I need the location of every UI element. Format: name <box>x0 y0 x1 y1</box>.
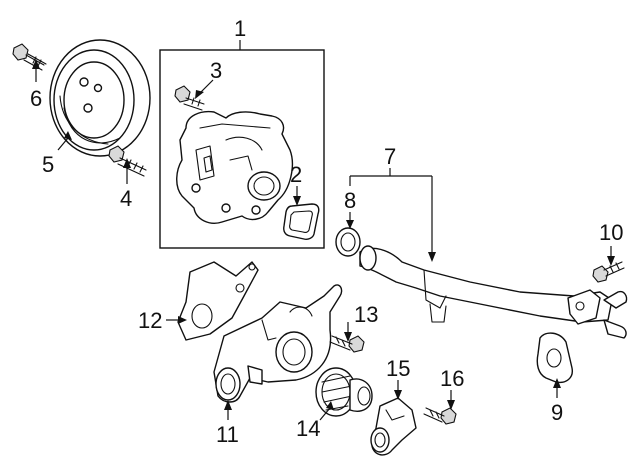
callout-15: 15 <box>386 356 410 381</box>
callout-14: 14 <box>296 416 320 441</box>
thermostat-housing[interactable] <box>213 284 343 403</box>
callout-1: 1 <box>234 16 246 41</box>
thermostat-bolt[interactable] <box>329 335 365 353</box>
water-pipe[interactable] <box>359 245 628 339</box>
o-ring[interactable] <box>335 227 361 257</box>
callout-10: 10 <box>599 220 623 245</box>
callout-2: 2 <box>290 162 302 187</box>
pump-bolt-lower[interactable] <box>108 145 147 177</box>
callout-4: 4 <box>120 186 132 211</box>
outlet-bolt[interactable] <box>423 407 457 425</box>
callout-8: 8 <box>344 188 356 213</box>
pump-bolt-upper[interactable] <box>174 85 205 111</box>
leader-lines <box>32 40 615 421</box>
water-pump[interactable] <box>176 110 294 224</box>
pipe-gasket[interactable] <box>536 332 573 384</box>
callout-9: 9 <box>551 400 563 425</box>
callout-12: 12 <box>138 308 162 333</box>
pipe-bolt[interactable] <box>592 261 625 283</box>
pulley[interactable] <box>49 39 151 157</box>
callout-13: 13 <box>354 302 378 327</box>
water-outlet[interactable] <box>370 397 417 456</box>
callout-7: 7 <box>384 144 396 169</box>
callout-3: 3 <box>210 58 222 83</box>
water-pump-group-frame <box>159 49 325 249</box>
callout-6: 6 <box>30 86 42 111</box>
callout-11: 11 <box>216 422 239 447</box>
callout-5: 5 <box>42 152 54 177</box>
callout-16: 16 <box>440 366 464 391</box>
pump-gasket[interactable] <box>283 203 320 240</box>
pulley-bolt[interactable] <box>12 43 47 71</box>
thermostat[interactable] <box>315 367 373 417</box>
